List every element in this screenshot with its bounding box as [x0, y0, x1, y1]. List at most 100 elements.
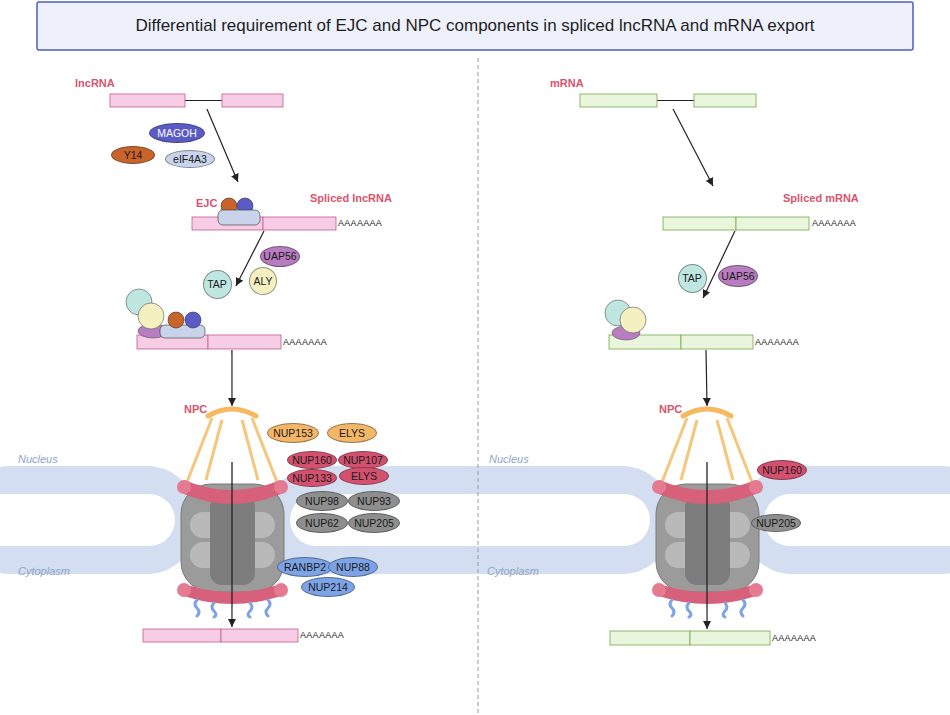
membrane-band [0, 466, 197, 574]
compartment-label: Cytoplasm [487, 566, 539, 577]
node-label: mRNA [550, 78, 584, 89]
exon [222, 94, 283, 107]
flow-arrow [207, 109, 238, 182]
rna-transcript: AAAAAAA [607, 298, 755, 350]
ring-knob [274, 583, 288, 597]
protein-oval: MAGOH [149, 123, 205, 143]
node-label: NUP98 [305, 496, 339, 507]
compartment-label: Nucleus [489, 454, 529, 465]
exon [263, 217, 336, 230]
nuclear-pore-complex: NPC [647, 406, 767, 606]
rna-transcript: AAAAAAA [141, 627, 300, 644]
node-label: EJC [196, 198, 217, 209]
exon [690, 631, 770, 645]
rna-transcript: EJCSpliced lncRNAAAAAAAA [190, 182, 338, 231]
node-label: eIF4A3 [173, 154, 207, 165]
aly-subunit [620, 307, 646, 333]
protein-oval: NUP93 [348, 491, 400, 511]
rna-transcript: AAAAAAA [608, 629, 772, 646]
node-label: NUP214 [308, 582, 348, 593]
node-label: NUP160 [292, 455, 332, 466]
exon [221, 629, 298, 642]
mRNA-export-complex [605, 300, 753, 349]
protein-oval: NUP205 [751, 514, 801, 532]
lncRNA-precursor [110, 94, 283, 107]
title-text: Differential requirement of EJC and NPC … [37, 2, 913, 50]
node-label: NUP133 [292, 473, 332, 484]
node-label: Spliced mRNA [783, 193, 859, 204]
exported-lncRNA [143, 629, 298, 642]
pore-illustration [652, 409, 763, 617]
flow-arrow [231, 606, 232, 627]
flow-arrow [236, 231, 264, 286]
node-label: NUP107 [343, 455, 383, 466]
exon [736, 217, 809, 230]
node-label: NUP205 [354, 518, 394, 529]
nuclear-envelope [0, 466, 950, 574]
protein-oval: NUP153 [267, 423, 319, 443]
protein-oval: UAP56 [260, 246, 300, 267]
eif4a3-subunit [160, 325, 205, 338]
node-label: NPC [184, 404, 207, 415]
exon [208, 335, 281, 349]
pore-illustration [177, 409, 288, 617]
ring-knob [274, 480, 288, 494]
protein-oval: NUP62 [296, 513, 348, 533]
protein-oval: NUP205 [348, 513, 400, 533]
protein-oval: RANBP2 [277, 557, 333, 577]
panel-divider [478, 58, 479, 715]
node-label: TAP [682, 273, 702, 284]
exon [681, 335, 753, 349]
flow-arrow [231, 350, 232, 406]
protein-oval: NUP88 [328, 557, 378, 577]
poly-a-tail: AAAAAAA [338, 219, 382, 228]
rna-transcript: Spliced mRNAAAAAAAA [661, 186, 811, 231]
flow-arrow [703, 231, 735, 298]
protein-oval: NUP214 [301, 577, 355, 597]
protein-oval: NUP133 [287, 469, 337, 487]
protein-oval: NUP160 [757, 460, 807, 480]
rna-transcript: lncRNA [108, 92, 285, 109]
node-label: ELYS [351, 471, 377, 482]
node-label: NPC [659, 404, 682, 415]
node-label: ELYS [339, 428, 365, 439]
node-label: MAGOH [157, 128, 197, 139]
exon [663, 217, 736, 230]
poly-a-tail: AAAAAAA [812, 219, 856, 228]
node-label: Y14 [124, 150, 143, 161]
exon [143, 629, 221, 642]
lncRNA-export-complex [126, 289, 281, 349]
rna-transcript: mRNA [578, 92, 758, 109]
node-label: NUP93 [357, 496, 391, 507]
protein-oval: ELYS [327, 423, 377, 443]
eif4a3-subunit [218, 210, 260, 225]
membrane-band [268, 466, 672, 574]
protein-oval: Y14 [111, 146, 155, 164]
aly-subunit [138, 303, 164, 329]
node-label: RANBP2 [284, 562, 326, 573]
node-label: NUP153 [273, 428, 313, 439]
intron [185, 100, 222, 101]
exported-mRNA [610, 631, 770, 645]
poly-a-tail: AAAAAAA [283, 338, 327, 347]
protein-oval: NUP160 [287, 451, 337, 469]
poly-a-tail: AAAAAAA [300, 631, 344, 640]
node-label: UAP56 [721, 271, 754, 282]
y14-subunit [168, 312, 184, 328]
mRNA-precursor [580, 94, 756, 107]
compartment-label: Nucleus [18, 454, 58, 465]
membrane-lumen [0, 494, 175, 546]
node-label: ALY [253, 276, 272, 287]
node-label: lncRNA [75, 78, 115, 89]
spliced-mRNA [663, 217, 809, 230]
node-label: Spliced lncRNA [310, 193, 392, 204]
magoh-subunit [185, 312, 201, 328]
intron [657, 100, 694, 101]
node-label: NUP62 [305, 518, 339, 529]
node-label: NUP160 [762, 465, 802, 476]
rna-transcript: AAAAAAA [135, 286, 283, 350]
protein-oval: ALY [249, 267, 277, 295]
